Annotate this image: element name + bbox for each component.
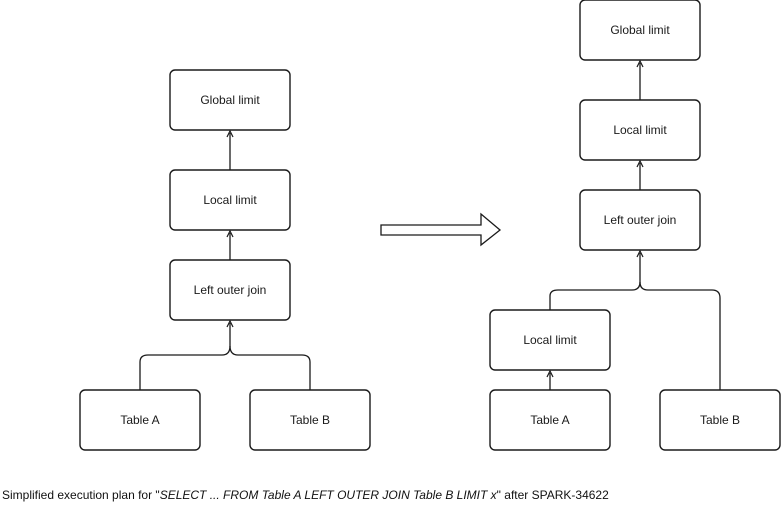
after-table-a-label: Table A (530, 413, 569, 427)
diagram-caption: Simplified execution plan for "SELECT ..… (2, 488, 609, 502)
before-arrowhead-global (226, 129, 234, 138)
after-table-b-label: Table B (700, 413, 740, 427)
after-node-table-a: Table A (489, 389, 611, 451)
before-table-a-label: Table A (120, 413, 159, 427)
before-join-label: Left outer join (194, 283, 267, 297)
after-pushed-limit-label: Local limit (523, 333, 577, 347)
before-global-limit-label: Global limit (200, 93, 260, 107)
execution-plan-diagram: Global limit Local limit Left outer join… (79, 0, 781, 451)
after-edge-pushed-limit-to-join (549, 253, 641, 310)
after-arrowhead-global (636, 59, 644, 68)
after-arrowhead-local (636, 159, 644, 168)
after-plan: Global limit Local limit Left outer join… (489, 0, 781, 451)
after-local-limit-label: Local limit (613, 123, 667, 137)
caption-query: SELECT ... FROM Table A LEFT OUTER JOIN … (159, 488, 497, 502)
before-node-left-outer-join: Left outer join (169, 259, 291, 321)
before-node-table-a: Table A (79, 389, 201, 451)
after-join-label: Left outer join (604, 213, 677, 227)
after-node-left-outer-join: Left outer join (579, 189, 701, 251)
after-global-limit-label: Global limit (610, 23, 670, 37)
after-arrowhead-join (636, 249, 644, 258)
before-plan: Global limit Local limit Left outer join… (79, 69, 371, 451)
before-local-limit-label: Local limit (203, 193, 257, 207)
after-edge-table-b-to-join (639, 281, 721, 390)
before-node-global-limit: Global limit (169, 69, 291, 131)
before-arrowhead-local (226, 229, 234, 238)
before-table-b-label: Table B (290, 413, 330, 427)
after-node-pushed-local-limit: Local limit (489, 309, 611, 371)
before-edge-table-b-to-join (229, 345, 311, 390)
after-arrowhead-pushed-limit (546, 369, 554, 378)
before-edge-table-a-to-join (139, 323, 231, 390)
after-node-table-b: Table B (659, 389, 781, 451)
after-node-global-limit: Global limit (579, 0, 701, 61)
after-node-local-limit: Local limit (579, 99, 701, 161)
caption-suffix: " after SPARK-34622 (496, 488, 609, 502)
caption-prefix: Simplified execution plan for " (2, 488, 160, 502)
before-node-table-b: Table B (249, 389, 371, 451)
before-arrowhead-join (226, 319, 234, 328)
transform-arrow-icon (380, 212, 502, 247)
before-node-local-limit: Local limit (169, 169, 291, 231)
